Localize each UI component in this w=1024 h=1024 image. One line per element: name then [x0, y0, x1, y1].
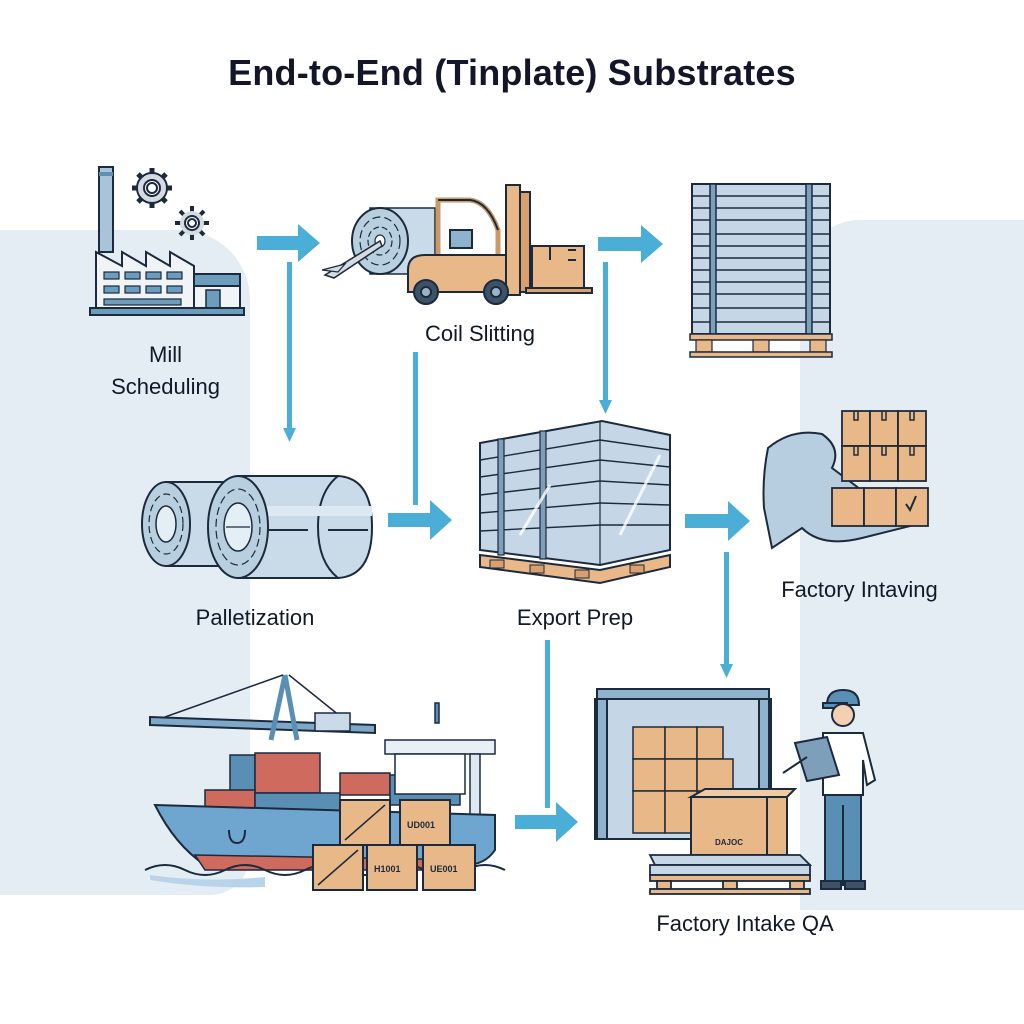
label-line: Scheduling [111, 374, 220, 399]
inspector-warehouse-icon: DAJOC [594, 685, 885, 895]
connector-line [287, 262, 292, 430]
arrow-right-icon [388, 500, 452, 540]
diagram-title: End-to-End (Tinplate) Substrates [228, 52, 796, 93]
arrow-down-icon [720, 664, 733, 678]
connector-line [724, 552, 729, 666]
gear-icon [175, 206, 209, 240]
step-label-mill-scheduling: Mill Scheduling [78, 339, 253, 403]
connector-line [545, 640, 550, 808]
forklift-icon [407, 184, 593, 305]
wrapped-pallet-icon [470, 415, 680, 595]
arrow-down-icon [599, 400, 612, 414]
crane-icon [149, 674, 376, 741]
inspector-icon [782, 688, 877, 890]
arrow-down-icon [283, 428, 296, 442]
arrow-right-icon [598, 225, 663, 263]
crate-marking: H1001 [374, 864, 401, 874]
crate-marking: UE001 [430, 864, 458, 874]
arrow-right-icon [685, 501, 750, 541]
step-label-factory-intake-qa: Factory Intake QA [656, 911, 834, 936]
forklift-coil-icon [320, 180, 595, 305]
step-label-palletization: Palletization [195, 605, 315, 630]
gear-icon [132, 168, 172, 208]
connector-line [603, 262, 608, 402]
step-label-export-prep: Export Prep [516, 605, 634, 630]
cargo-ship-icon: UD001 H1001 UE001 [144, 665, 506, 895]
step-label-factory-intaving: Factory Intaving [781, 577, 938, 602]
factory-icon [88, 160, 248, 320]
sheet-pallet-icon [689, 182, 835, 362]
arrow-right-icon [257, 224, 320, 262]
arrow-right-icon [515, 802, 578, 842]
step-label-coil-slitting: Coil Slitting [424, 321, 536, 346]
connector-line [413, 352, 418, 505]
label-line: Mill [149, 342, 182, 367]
crate-marking: UD001 [407, 820, 435, 830]
steel-coils-icon [138, 472, 378, 587]
hand-boxes-icon [762, 408, 937, 563]
box-marking: DAJOC [715, 838, 743, 847]
coil-icon [321, 207, 436, 279]
